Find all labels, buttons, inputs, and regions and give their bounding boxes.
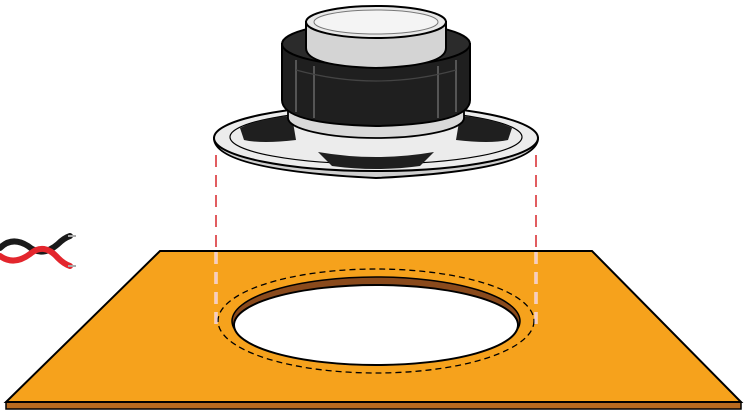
wire-red-strand bbox=[0, 249, 70, 266]
speaker-driver-icon bbox=[214, 6, 538, 178]
speaker-cap-inner bbox=[314, 10, 438, 34]
panel-edge bbox=[6, 402, 741, 409]
speaker-wire-icon bbox=[0, 236, 76, 266]
cutout-hole bbox=[234, 285, 518, 365]
